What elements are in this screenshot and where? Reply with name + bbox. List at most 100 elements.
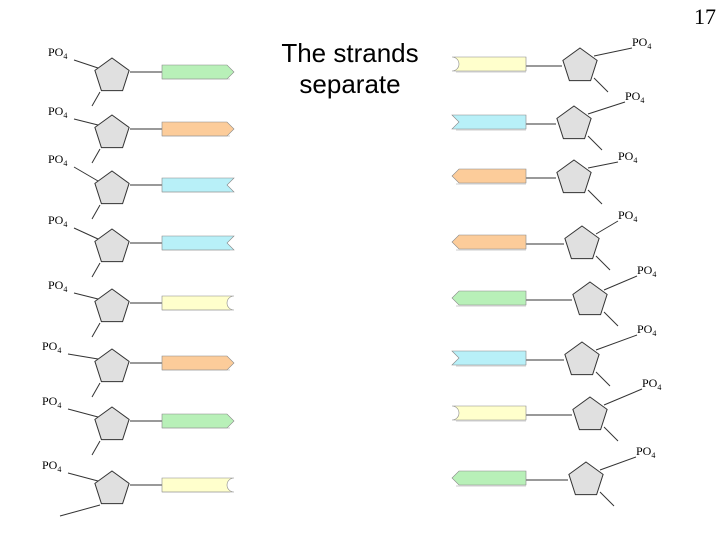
right-phosphate-label: PO4 [625, 89, 644, 105]
phosphate-link [603, 388, 643, 406]
po4-text: PO [637, 263, 653, 277]
backbone-link [595, 371, 611, 387]
po4-text: PO [636, 444, 652, 458]
right-phosphate-label: PO4 [632, 35, 651, 51]
phosphate-link [587, 101, 626, 115]
left-nucleotide: PO4 [48, 278, 235, 338]
right-phosphate-label: PO4 [637, 263, 656, 279]
right-nucleotide: PO4 [451, 208, 637, 271]
deoxyribose-sugar [94, 228, 130, 263]
right-base-T [451, 56, 527, 72]
po4-text: PO [42, 394, 58, 408]
phosphate-link [587, 161, 619, 169]
deoxyribose-sugar [94, 114, 130, 149]
phosphate-link [73, 227, 99, 240]
po4-text: PO [642, 376, 658, 390]
right-phosphate-label: PO4 [642, 376, 661, 392]
po4-subscript: 4 [657, 383, 661, 392]
left-base-G [161, 121, 235, 137]
deoxyribose-sugar [94, 470, 130, 505]
phosphate-link [67, 408, 99, 418]
right-nucleotide: PO4 [451, 89, 644, 151]
backbone-link [59, 504, 101, 517]
deoxyribose-sugar [556, 105, 592, 140]
backbone-link [595, 255, 611, 271]
backbone-link [603, 426, 619, 442]
deoxyribose-sugar [572, 396, 608, 431]
po4-subscript: 4 [63, 285, 67, 294]
backbone-link [91, 440, 101, 456]
phosphate-link [67, 472, 99, 482]
po4-subscript: 4 [651, 451, 655, 460]
deoxyribose-sugar [94, 288, 130, 323]
po4-subscript: 4 [647, 42, 651, 51]
right-base-C [451, 350, 527, 366]
right-nucleotide: PO4 [451, 376, 661, 442]
po4-text: PO [48, 213, 64, 227]
po4-text: PO [618, 149, 634, 163]
deoxyribose-sugar [568, 461, 604, 496]
po4-subscript: 4 [633, 156, 637, 165]
left-phosphate-label: PO4 [42, 394, 61, 410]
backbone-link [603, 311, 619, 327]
po4-text: PO [48, 104, 64, 118]
po4-text: PO [48, 45, 64, 59]
deoxyribose-sugar [94, 57, 130, 92]
left-base-T [161, 295, 235, 311]
left-base-A [161, 413, 235, 429]
right-base-C [451, 114, 527, 130]
left-base-C [161, 177, 235, 193]
po4-text: PO [48, 152, 64, 166]
backbone-link [91, 204, 101, 220]
left-nucleotide: PO4 [42, 458, 235, 517]
phosphate-link [73, 59, 99, 69]
left-base-G [161, 355, 235, 371]
left-phosphate-label: PO4 [42, 339, 61, 355]
backbone-link [91, 382, 101, 398]
left-base-T [161, 477, 235, 493]
right-nucleotide: PO4 [451, 35, 651, 93]
po4-subscript: 4 [63, 111, 67, 120]
backbone-link [587, 189, 603, 205]
backbone-link [587, 135, 603, 151]
po4-subscript: 4 [57, 465, 61, 474]
right-base-A [451, 290, 527, 306]
left-nucleotide: PO4 [48, 152, 235, 220]
right-base-T [451, 405, 527, 421]
phosphate-link [593, 47, 633, 57]
right-nucleotide: PO4 [451, 263, 656, 327]
po4-subscript: 4 [633, 215, 637, 224]
left-nucleotide: PO4 [48, 104, 235, 164]
backbone-link [599, 491, 615, 507]
po4-subscript: 4 [652, 329, 656, 338]
deoxyribose-sugar [94, 348, 130, 383]
po4-subscript: 4 [57, 401, 61, 410]
left-phosphate-label: PO4 [48, 213, 67, 229]
phosphate-link [73, 292, 99, 300]
po4-subscript: 4 [652, 270, 656, 279]
right-nucleotide: PO4 [451, 444, 655, 507]
po4-subscript: 4 [63, 220, 67, 229]
phosphate-link [603, 275, 638, 291]
phosphate-link [595, 334, 638, 351]
left-phosphate-label: PO4 [42, 458, 61, 474]
po4-text: PO [48, 278, 64, 292]
right-phosphate-label: PO4 [637, 322, 656, 338]
right-phosphate-label: PO4 [618, 208, 637, 224]
phosphate-link [595, 220, 619, 235]
po4-text: PO [632, 35, 648, 49]
deoxyribose-sugar [556, 159, 592, 194]
po4-subscript: 4 [640, 96, 644, 105]
deoxyribose-sugar [564, 341, 600, 376]
left-nucleotide: PO4 [42, 339, 235, 398]
left-phosphate-label: PO4 [48, 104, 67, 120]
deoxyribose-sugar [94, 406, 130, 441]
po4-text: PO [42, 339, 58, 353]
deoxyribose-sugar [564, 225, 600, 260]
left-base-C [161, 235, 235, 251]
backbone-link [593, 77, 609, 93]
po4-subscript: 4 [57, 346, 61, 355]
